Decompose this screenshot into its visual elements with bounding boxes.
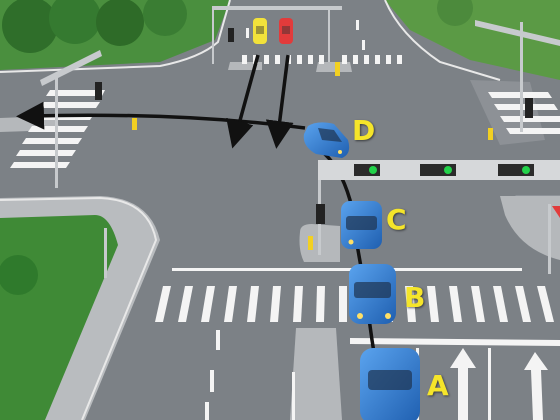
distant-cars — [253, 18, 293, 44]
trees — [0, 0, 473, 295]
position-label-c: C — [386, 203, 407, 236]
position-label-b: B — [404, 281, 426, 314]
car-position-b — [349, 264, 396, 324]
green-signal-light — [522, 166, 530, 174]
position-label-a: A — [427, 369, 449, 402]
car-red — [279, 18, 293, 44]
car-position-d — [303, 122, 350, 158]
bollards — [132, 62, 493, 250]
car-yellow — [253, 18, 267, 44]
green-signal-light — [444, 166, 452, 174]
car-position-c — [341, 201, 382, 249]
car-position-a — [360, 348, 420, 420]
signal-gantries — [40, 6, 560, 278]
curbs — [0, 0, 501, 420]
green-signal-light — [369, 166, 377, 174]
position-label-d: D — [352, 114, 376, 147]
